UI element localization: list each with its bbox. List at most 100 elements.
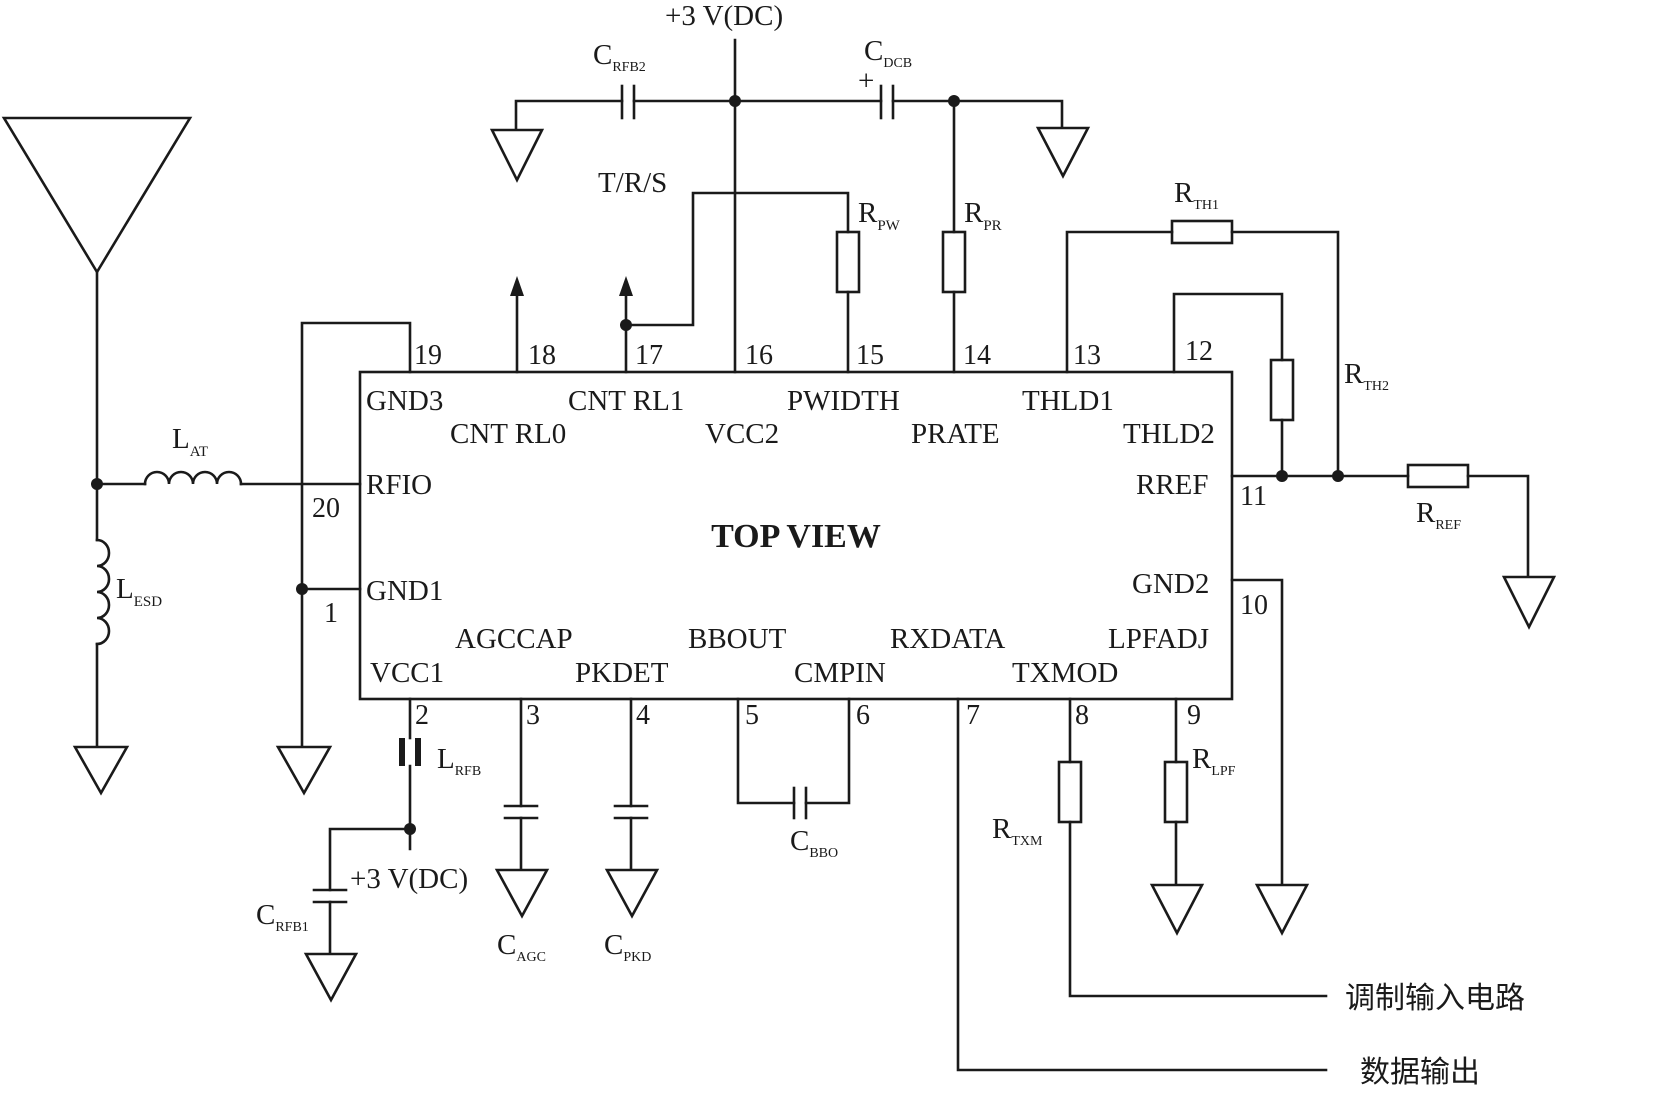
vdc-top-label: +3 V(DC) [665, 0, 783, 32]
ground-icon [1035, 126, 1091, 179]
rth1-label: RTH1 [1174, 177, 1219, 213]
mod-input-label: 调制输入电路 [1345, 981, 1525, 1016]
ic-body [358, 370, 1234, 701]
rpw-label: RPW [858, 197, 901, 234]
pin-label-rref: RREF [1136, 469, 1209, 501]
pin-number-3: 3 [526, 700, 540, 731]
pin-number-17: 17 [635, 340, 663, 371]
pin18-arrow-icon [510, 276, 524, 374]
pin-label-lpfadj: LPFADJ [1108, 623, 1209, 655]
cagc-label: CAGC [497, 929, 546, 965]
resistor-rpw-icon [835, 230, 861, 374]
wire-cdcb-gnd [952, 99, 1064, 128]
pin-label-thld1: THLD1 [1022, 385, 1114, 417]
wire-gnd2 [1230, 578, 1284, 885]
junction-dot [1332, 470, 1344, 482]
pin-label-txmod: TXMOD [1012, 657, 1118, 689]
pin-number-1: 1 [324, 598, 338, 629]
rpr-label: RPR [964, 197, 1002, 234]
pin-label-vcc2: VCC2 [705, 418, 779, 450]
pin-number-8: 8 [1075, 700, 1089, 731]
pin-label-gnd2: GND2 [1132, 568, 1209, 600]
cbbo-label: CBBO [790, 825, 838, 861]
pin-number-16: 16 [745, 340, 773, 371]
junction-dot [1276, 470, 1288, 482]
wire-gnd3 [300, 321, 412, 747]
resistor-rtxm-icon [1057, 697, 1328, 998]
cpkd-label: CPKD [604, 929, 651, 965]
pin-label-rfio: RFIO [366, 469, 432, 501]
pin-number-6: 6 [856, 700, 870, 731]
ground-icon [72, 745, 130, 796]
top-view-title: TOP VIEW [711, 518, 881, 555]
pin-number-5: 5 [745, 700, 759, 731]
capacitor-crfb1-icon [312, 888, 348, 954]
pin-number-15: 15 [856, 340, 884, 371]
resistor-thld2-icon [1172, 292, 1295, 478]
ground-icon [275, 745, 333, 796]
pin-label-agccap: AGCCAP [455, 623, 573, 655]
capacitor-cdcb-icon [733, 84, 956, 120]
pin-number-20: 20 [312, 493, 340, 524]
trs-label: T/R/S [598, 167, 667, 199]
crfb1-label: CRFB1 [256, 899, 309, 935]
rref-label: RREF [1416, 497, 1461, 533]
resistor-rref-icon [1406, 463, 1530, 577]
wire-crfb1 [328, 827, 412, 892]
lesd-label: LESD [116, 573, 162, 610]
pin-label-cntrl0: CNT RL0 [450, 418, 566, 450]
pin-number-9: 9 [1187, 700, 1201, 731]
pin-label-bbout: BBOUT [688, 623, 787, 655]
pin-number-12: 12 [1185, 336, 1213, 367]
pin-number-4: 4 [636, 700, 650, 731]
cdcb-label: CDCB [864, 35, 912, 71]
capacitor-cbbo-icon [736, 697, 851, 820]
data-out-label: 数据输出 [1360, 1055, 1480, 1090]
pin-number-13: 13 [1073, 340, 1101, 371]
pin-label-cmpin: CMPIN [794, 657, 886, 689]
ground-icon [1254, 883, 1310, 936]
pin-label-prate: PRATE [911, 418, 1000, 450]
rlpf-label: RLPF [1192, 743, 1236, 779]
ground-icon [604, 868, 660, 919]
wire-rxdata [956, 697, 1328, 1072]
lrfb-label: LRFB [437, 743, 481, 779]
resistor-rlpf-icon [1163, 697, 1189, 885]
resistor-rpr-icon [941, 99, 967, 374]
ground-icon [489, 128, 545, 183]
pin-number-10: 10 [1240, 590, 1268, 621]
pin-number-2: 2 [415, 700, 429, 731]
pin-label-pwidth: PWIDTH [787, 385, 900, 417]
pin-label-rxdata: RXDATA [890, 623, 1005, 655]
pin-number-18: 18 [528, 340, 556, 371]
junction-dot [296, 583, 308, 595]
lat-label: LAT [172, 423, 208, 460]
capacitor-crfb2-icon [514, 84, 737, 130]
capacitor-cagc-icon [503, 697, 539, 870]
pin-label-pkdet: PKDET [575, 657, 669, 689]
ground-icon [1149, 883, 1205, 936]
resistor-rth1-icon [1065, 219, 1340, 478]
wire-trs [624, 191, 850, 327]
pin-label-vcc1: VCC1 [370, 657, 444, 689]
pin-number-11: 11 [1240, 481, 1267, 512]
pin-number-7: 7 [966, 700, 980, 731]
capacitor-cpkd-icon [613, 697, 649, 870]
ground-icon [494, 868, 550, 919]
ground-icon [1501, 575, 1557, 630]
antenna-icon [1, 116, 193, 486]
crfb2-label: CRFB2 [593, 39, 646, 75]
inductor-lesd-icon [95, 482, 111, 747]
ground-icon [303, 952, 359, 1003]
rtxm-label: RTXM [992, 813, 1043, 849]
pin-number-14: 14 [963, 340, 991, 371]
inductor-lat-icon [95, 470, 362, 486]
vdc-bottom-label: +3 V(DC) [350, 863, 468, 895]
pin-label-gnd3: GND3 [366, 385, 443, 417]
pin-label-thld2: THLD2 [1123, 418, 1215, 450]
pin-label-gnd1: GND1 [366, 575, 443, 607]
rth2-label: RTH2 [1344, 358, 1389, 394]
inductor-lrfb-icon [399, 697, 421, 851]
cdcb-plus: + [858, 65, 874, 97]
